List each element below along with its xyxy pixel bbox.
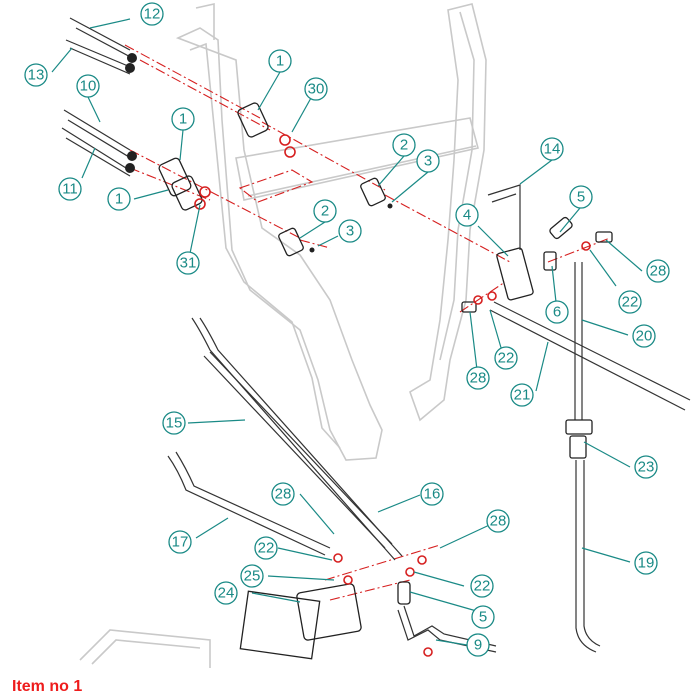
leader-lines xyxy=(51,18,643,646)
exploded-parts-diagram: 1 1 1 2 2 3 3 4 5 5 6 9 10 11 12 13 14 1… xyxy=(24,2,691,668)
callout-label: 1 xyxy=(276,53,284,70)
callout-16: 16 xyxy=(420,482,444,506)
callout-label: 22 xyxy=(258,540,275,557)
callout-label: 20 xyxy=(636,328,653,345)
callout-label: 14 xyxy=(544,141,561,158)
callout-label: 3 xyxy=(346,223,354,240)
callout-label: 3 xyxy=(424,153,432,170)
callout-label: 15 xyxy=(166,415,183,432)
callout-23: 23 xyxy=(634,455,658,479)
callout-31: 31 xyxy=(176,251,200,275)
callout-label: 28 xyxy=(650,263,667,280)
callout-28-right-lower: 28 xyxy=(486,509,510,533)
callout-28-right: 28 xyxy=(646,259,670,283)
callout-21: 21 xyxy=(510,383,534,407)
callout-2-upper: 2 xyxy=(392,133,416,157)
callout-label: 31 xyxy=(180,255,197,272)
callout-label: 22 xyxy=(498,350,515,367)
callout-12: 12 xyxy=(140,2,164,26)
callout-label: 12 xyxy=(144,6,161,23)
callout-28-left: 28 xyxy=(271,482,295,506)
callout-19: 19 xyxy=(634,551,658,575)
callout-label: 24 xyxy=(218,585,235,602)
callout-14: 14 xyxy=(540,137,564,161)
callout-label: 21 xyxy=(514,387,531,404)
callout-1-lower: 1 xyxy=(107,187,131,211)
fittings xyxy=(125,53,613,660)
callout-24: 24 xyxy=(214,581,238,605)
callout-22-lower: 22 xyxy=(470,574,494,598)
callout-28-center: 28 xyxy=(466,366,490,390)
callout-9: 9 xyxy=(466,633,490,657)
hoses xyxy=(61,17,691,653)
callout-label: 9 xyxy=(474,637,482,654)
callout-label: 16 xyxy=(424,486,441,503)
callout-22-left: 22 xyxy=(254,536,278,560)
callout-label: 6 xyxy=(553,304,561,321)
callout-label: 22 xyxy=(474,578,491,595)
callout-label: 1 xyxy=(179,111,187,128)
callout-20: 20 xyxy=(632,324,656,348)
callout-3-upper: 3 xyxy=(416,149,440,173)
callout-2-lower: 2 xyxy=(313,199,337,223)
callout-label: 11 xyxy=(62,181,78,198)
callout-label: 5 xyxy=(577,189,585,206)
callout-label: 13 xyxy=(28,67,45,84)
loader-frame xyxy=(79,3,487,668)
callout-1-middle: 1 xyxy=(171,107,195,131)
callout-label: 19 xyxy=(638,555,655,572)
callout-label: 28 xyxy=(275,486,292,503)
callout-22-right: 22 xyxy=(618,290,642,314)
callout-label: 22 xyxy=(622,294,639,311)
callout-label: 2 xyxy=(400,137,408,154)
callout-25: 25 xyxy=(240,564,264,588)
callout-label: 23 xyxy=(638,459,655,476)
callout-label: 30 xyxy=(308,81,325,98)
callout-label: 2 xyxy=(321,203,329,220)
callout-10: 10 xyxy=(76,74,100,98)
callout-5-lower: 5 xyxy=(471,605,495,629)
callout-1-top: 1 xyxy=(268,49,292,73)
callout-label: 25 xyxy=(244,568,261,585)
callout-15: 15 xyxy=(162,411,186,435)
callout-label: 28 xyxy=(470,370,487,387)
callout-5-upper: 5 xyxy=(569,185,593,209)
callout-6: 6 xyxy=(545,300,569,324)
callout-3-lower: 3 xyxy=(338,219,362,243)
callout-4: 4 xyxy=(455,203,479,227)
callout-label: 4 xyxy=(463,207,471,224)
item-caption: Item no 1 xyxy=(12,678,83,695)
callout-30: 30 xyxy=(304,77,328,101)
callout-label: 10 xyxy=(80,78,97,95)
callout-label: 28 xyxy=(490,513,507,530)
callout-11: 11 xyxy=(58,177,82,201)
callout-17: 17 xyxy=(168,530,192,554)
callout-13: 13 xyxy=(24,63,48,87)
callout-label: 17 xyxy=(172,534,189,551)
callout-label: 1 xyxy=(115,191,123,208)
callout-label: 5 xyxy=(479,609,487,626)
callout-22-center: 22 xyxy=(494,346,518,370)
